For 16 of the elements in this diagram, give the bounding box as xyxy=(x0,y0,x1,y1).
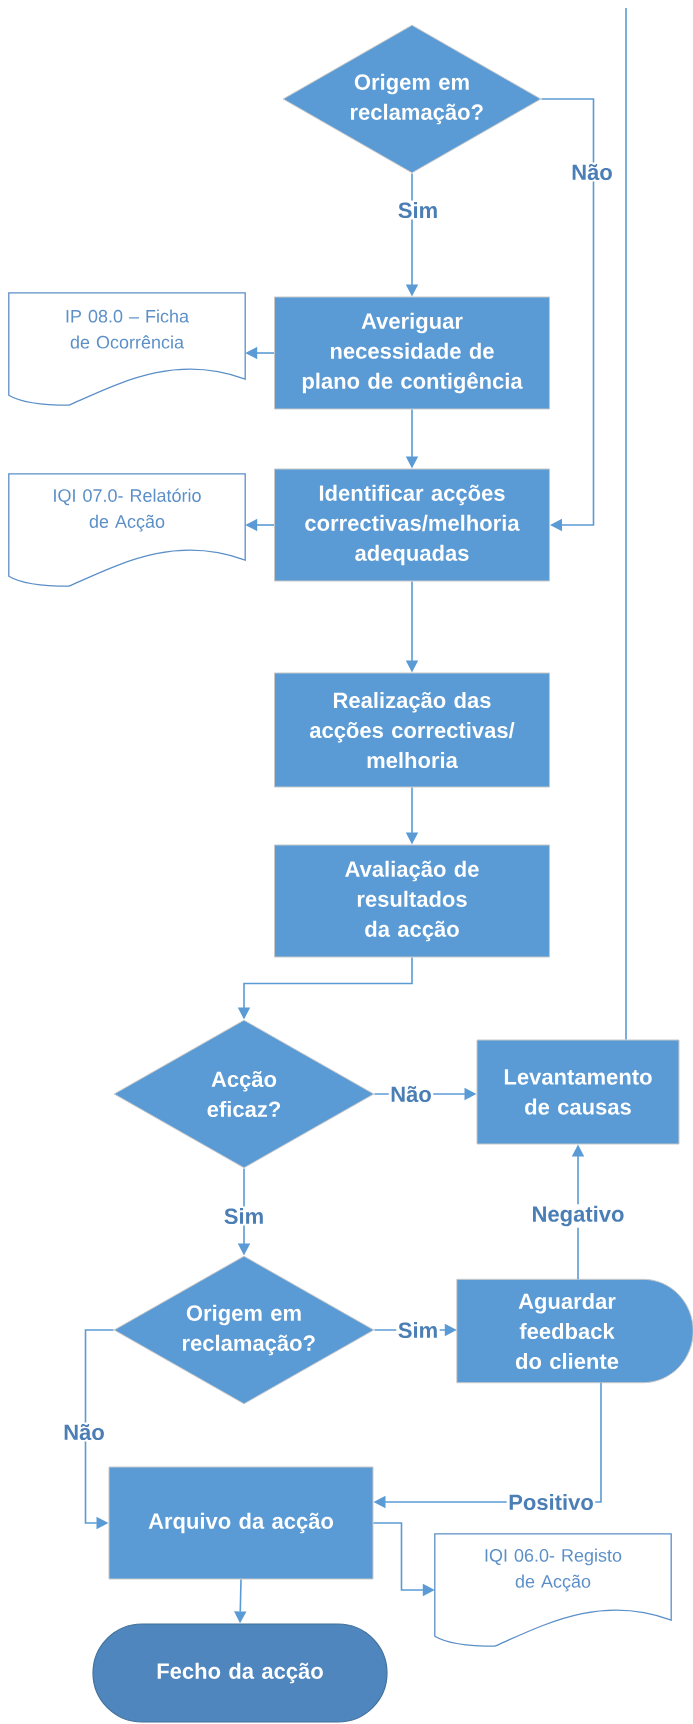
edge-label: Não xyxy=(569,162,615,182)
edge-label: Positivo xyxy=(506,1492,596,1512)
edge-label: Sim xyxy=(396,200,440,220)
process-box: Arquivo da acção xyxy=(108,1466,374,1580)
edge-label: Negativo xyxy=(530,1204,626,1228)
process-box: Identificar acções correctivas/melhoria adequadas xyxy=(274,468,550,582)
process-box: Levantamento de causas xyxy=(476,1039,680,1145)
process-box: Avaliação de resultados da acção xyxy=(274,844,550,958)
process-box: Realização das acções correctivas/ melhoria xyxy=(274,672,550,788)
edge-label: Sim xyxy=(396,1320,440,1340)
edge-label: Não xyxy=(388,1084,434,1104)
process-box: Averiguar necessidade de plano de contigência xyxy=(274,296,550,410)
connector-line xyxy=(625,7,627,1041)
arrow xyxy=(540,98,595,532)
edge-label: Sim xyxy=(222,1206,266,1226)
edge-label: Não xyxy=(61,1422,107,1442)
